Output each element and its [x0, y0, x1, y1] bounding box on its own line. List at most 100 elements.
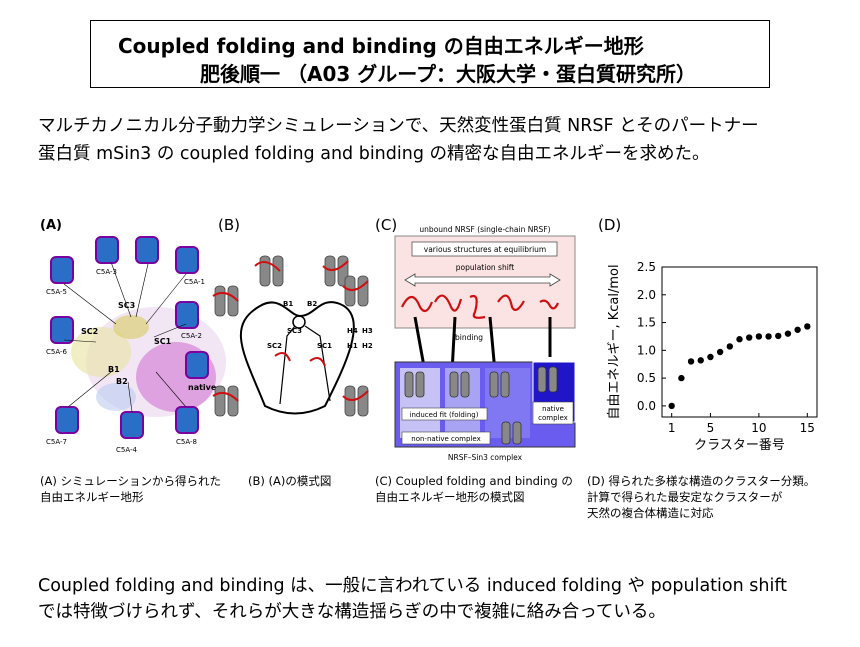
cluster-label: C5A-6: [46, 348, 68, 356]
data-point: [755, 333, 763, 340]
region-label: B2: [116, 377, 128, 386]
native-complex-label-1: native: [542, 405, 564, 413]
panel-c-label: (C): [375, 216, 398, 234]
induced-fit-label: induced fit (folding): [410, 411, 479, 419]
panel-d-caption-2: 計算で得られた最安定なクラスターが: [587, 490, 783, 504]
native-complex-label-2: complex: [538, 414, 568, 422]
x-tick-label: 5: [707, 421, 715, 435]
sc3-basin: [292, 315, 306, 329]
y-tick-label: 2.0: [637, 288, 656, 302]
cluster-structure-icon: [175, 406, 199, 434]
cluster-structure-icon: [175, 246, 199, 274]
intro-line-2: 蛋白質 mSin3 の coupled folding and binding …: [38, 144, 710, 164]
cluster-structure-icon: [50, 256, 74, 284]
y-tick-label: 0.0: [637, 399, 656, 413]
complex-footer: NRSF–Sin3 complex: [448, 453, 523, 462]
panel-c-caption-2: 自由エネルギー地形の模式図: [375, 490, 525, 504]
cluster-label: C5A-3: [96, 268, 117, 276]
x-tick-label: 1: [668, 421, 676, 435]
data-point: [697, 357, 704, 364]
cluster-label: C5A-7: [46, 438, 67, 446]
cluster-structure-icon: [135, 236, 159, 264]
cluster-structure-icon: [185, 351, 209, 379]
panel-a-figure: C5A-3 C5A-1 C5A-5 C5A-2 C5A-6 C5A-7 C5A-…: [46, 236, 226, 454]
panel-d-caption-1: (D) 得られた多様な構造のクラスター分類。: [587, 474, 816, 488]
panel-b-figure: B1 B2 SC3 SC2 SC1 H4 H3 H1 H2: [212, 255, 373, 417]
region-label: H4: [347, 327, 358, 335]
pathway-arrow: [279, 325, 296, 405]
population-shift-label: population shift: [456, 263, 515, 272]
cluster-structure-icon: [50, 316, 74, 344]
data-point: [794, 326, 801, 333]
data-point: [707, 353, 714, 361]
non-native-complex-label: non-native complex: [411, 435, 480, 443]
data-point: [765, 333, 772, 340]
panel-c-caption-1: (C) Coupled folding and binding の: [375, 474, 573, 488]
various-structures-label: various structures at equilibrium: [424, 245, 546, 254]
panel-c-figure: unbound NRSF (single-chain NRSF) various…: [394, 225, 576, 462]
y-axis-label: 自由エネルギー, Kcal/mol: [607, 264, 622, 419]
data-point: [716, 348, 724, 356]
cluster-structure-icon: [175, 301, 199, 329]
panel-a-caption-2: 自由エネルギー地形: [40, 490, 144, 504]
cluster-label: C5A-1: [184, 278, 205, 286]
cluster-label: C5A-2: [181, 332, 202, 340]
panel-b-label: (B): [218, 216, 240, 234]
region-label: SC2: [81, 327, 98, 336]
disordered-chains: [401, 294, 560, 319]
author-line: 肥後順一 （A03 グループ：大阪大学・蛋白質研究所）: [200, 62, 697, 86]
panel-a-label: (A): [40, 218, 62, 233]
data-point: [784, 330, 792, 337]
cluster-label: C5A-5: [46, 288, 67, 296]
panel-d-label: (D): [598, 216, 622, 234]
data-point: [678, 374, 685, 382]
region-label: B2: [307, 300, 317, 308]
panel-a-caption-1: (A) シミュレーションから得られた: [40, 474, 222, 488]
various-structures-box: [411, 241, 558, 257]
cluster-structure-icon: [120, 411, 144, 439]
data-point: [736, 336, 743, 343]
y-tick-label: 1.0: [637, 343, 656, 357]
region-label: H1: [347, 342, 358, 350]
unbound-header: unbound NRSF (single-chain NRSF): [419, 225, 550, 234]
region-label: B1: [108, 365, 120, 374]
conclusion-line-2: では特徴づけられず、それらが大きな構造揺らぎの中で複雑に絡み合っている。: [38, 602, 666, 622]
region-label: SC1: [317, 342, 332, 350]
plot-frame: [661, 266, 818, 418]
binding-label: binding: [455, 333, 483, 342]
title-box: [90, 20, 770, 88]
cluster-label: C5A-4: [116, 446, 138, 454]
conclusion-line-1: Coupled folding and binding は、一般に言われている …: [38, 576, 788, 596]
x-axis-label: クラスター番号: [694, 438, 785, 453]
intro-line-1: マルチカノニカル分子動力学シミュレーションで、天然変性蛋白質 NRSF とそのパ…: [38, 116, 759, 136]
page-title: Coupled folding and binding の自由エネルギー地形: [118, 34, 644, 58]
y-tick-label: 1.5: [637, 316, 656, 330]
data-point: [804, 323, 811, 330]
region-label: native: [188, 383, 217, 392]
data-point: [775, 332, 782, 340]
energy-landscape-cloud: [71, 307, 226, 417]
y-tick-label: 2.5: [637, 260, 656, 274]
region-label: H2: [362, 342, 373, 350]
population-shift-arrow: [404, 273, 561, 287]
landscape-outline: [239, 301, 355, 415]
region-label: B1: [283, 300, 293, 308]
data-point: [745, 334, 753, 341]
panel-b-caption: (B) (A)の模式図: [248, 474, 332, 488]
region-label: SC2: [267, 342, 282, 350]
cluster-structure-icon: [55, 406, 79, 434]
region-label: SC1: [154, 337, 172, 346]
cluster-label: C5A-8: [176, 438, 197, 446]
y-tick-label: 0.5: [637, 371, 656, 385]
data-point: [668, 402, 675, 410]
cluster-structure-icon: [95, 236, 119, 264]
x-tick-label: 10: [751, 421, 766, 435]
region-label: SC3: [287, 327, 302, 335]
x-tick-label: 15: [800, 421, 815, 435]
data-point: [687, 358, 695, 365]
pathway-arrow: [304, 325, 331, 402]
panel-d-caption-3: 天然の複合体構造に対応: [587, 506, 714, 520]
data-point: [726, 343, 734, 350]
region-label: H3: [362, 327, 373, 335]
